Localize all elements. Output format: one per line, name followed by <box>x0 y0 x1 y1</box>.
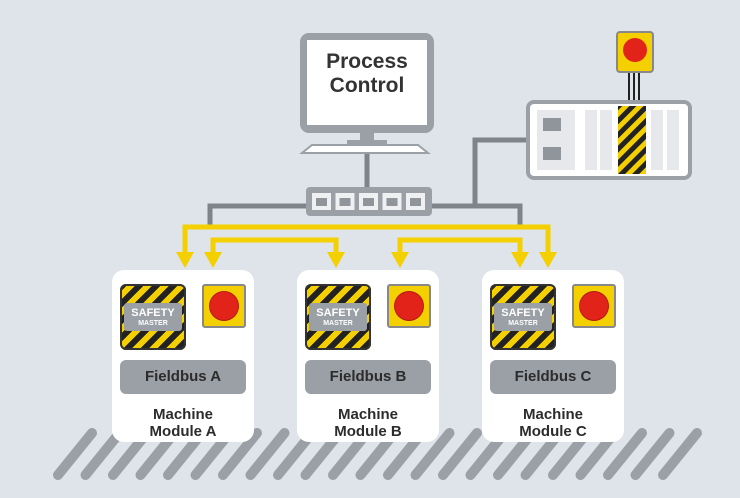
module-name-line1: Machine <box>152 406 213 423</box>
module-name-line1: Machine <box>522 406 583 423</box>
switch-port-socket <box>410 198 421 206</box>
switch-port-socket <box>316 198 327 206</box>
safety-master-sublabel: MASTER <box>323 319 353 327</box>
process-control-label-line1: Process <box>326 50 408 73</box>
machine-module-a: SAFETY MASTER Fieldbus A Machine Module … <box>112 270 254 442</box>
safety-master-icon: SAFETY MASTER <box>305 284 371 350</box>
safety-master-sublabel: MASTER <box>508 319 538 327</box>
module-name: Machine Module B <box>297 406 439 440</box>
process-control-label: Process Control <box>308 50 426 98</box>
safety-master-label: SAFETY <box>501 306 545 319</box>
safety-master-icon: SAFETY MASTER <box>120 284 186 350</box>
emergency-stop-icon <box>387 284 431 328</box>
fieldbus-label: Fieldbus A <box>120 360 246 394</box>
conveyor-roller <box>218 428 262 480</box>
conveyor-roller <box>603 428 647 480</box>
safety-link-arrows <box>176 252 557 268</box>
module-name-line2: Module C <box>519 423 587 440</box>
conveyor-roller <box>80 428 125 480</box>
switch-port-socket <box>363 198 374 206</box>
module-name-line2: Module A <box>149 423 217 440</box>
module-name: Machine Module C <box>482 406 624 440</box>
safety-links <box>182 224 551 252</box>
conveyor-roller <box>53 428 97 480</box>
module-name-line2: Module B <box>334 423 402 440</box>
conveyor-roller <box>438 428 482 480</box>
switch-port-socket <box>339 198 351 206</box>
emergency-stop-icon <box>616 31 654 73</box>
fieldbus-label: Fieldbus C <box>490 360 616 394</box>
process-control-label-line2: Control <box>329 74 405 97</box>
machine-module-c: SAFETY MASTER Fieldbus C Machine Module … <box>482 270 624 442</box>
module-name-line1: Machine <box>337 406 398 423</box>
emergency-stop-icon <box>202 284 246 328</box>
conveyor-roller <box>245 428 290 480</box>
conveyor-roller <box>410 428 455 480</box>
network-cables <box>207 137 528 225</box>
monitor-icon <box>300 33 434 144</box>
controller-rack-icon <box>526 72 692 180</box>
safety-master-label: SAFETY <box>131 306 175 319</box>
conveyor-icon <box>53 428 702 480</box>
keyboard-icon <box>299 144 431 154</box>
safety-master-icon: SAFETY MASTER <box>490 284 556 350</box>
module-name: Machine Module A <box>112 406 254 440</box>
switch-port-socket <box>386 198 398 206</box>
conveyor-roller <box>658 428 702 480</box>
emergency-stop-icon <box>572 284 616 328</box>
conveyor-roller <box>630 428 675 480</box>
network-switch-icon <box>306 187 432 216</box>
safety-master-label: SAFETY <box>316 306 360 319</box>
safety-master-sublabel: MASTER <box>138 319 168 327</box>
fieldbus-label: Fieldbus B <box>305 360 431 394</box>
machine-module-b: SAFETY MASTER Fieldbus B Machine Module … <box>297 270 439 442</box>
